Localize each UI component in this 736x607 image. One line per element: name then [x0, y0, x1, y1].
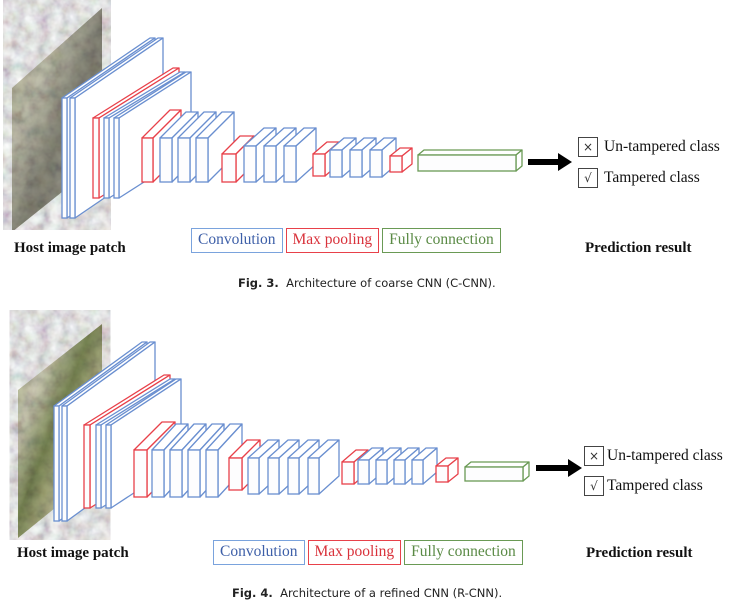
r-cnn-architecture-diagram — [18, 324, 582, 538]
class-row-untampered: × Un-tampered class — [584, 442, 723, 469]
legend-convolution: Convolution — [213, 540, 305, 565]
cross-icon: × — [584, 445, 604, 466]
class-row-untampered: × Un-tampered class — [578, 133, 720, 160]
prediction-classes: × Un-tampered class √ Tampered class — [584, 442, 723, 499]
caption-prefix: Fig. 4. — [232, 586, 273, 600]
prediction-classes: × Un-tampered class √ Tampered class — [578, 133, 720, 191]
max-pooling-layer — [389, 147, 413, 173]
legend-max-pooling: Max pooling — [307, 540, 402, 565]
legend-fully-connection: Fully connection — [404, 540, 523, 565]
convolution-layer — [307, 439, 340, 495]
output-label: Prediction result — [586, 545, 693, 561]
convolution-layer — [411, 447, 438, 485]
check-icon: √ — [578, 167, 598, 188]
fully-connection-layer — [464, 461, 530, 482]
check-icon: √ — [584, 475, 604, 496]
caption-text: Architecture of coarse CNN (C-CNN). — [286, 276, 496, 290]
legend: Convolution Max pooling Fully connection — [213, 540, 523, 565]
figure-4-r-cnn: Host image patch Convolution Max pooling… — [0, 310, 736, 607]
input-label: Host image patch — [14, 240, 126, 256]
figure-caption: Fig. 3. Architecture of coarse CNN (C-CN… — [238, 276, 496, 290]
class-label: Un-tampered class — [607, 446, 723, 464]
legend-convolution: Convolution — [191, 228, 283, 253]
caption-prefix: Fig. 3. — [238, 276, 279, 290]
legend-max-pooling: Max pooling — [285, 228, 380, 253]
c-cnn-architecture-diagram — [12, 8, 572, 230]
fully-connection-layer — [417, 149, 523, 172]
cross-icon: × — [578, 136, 598, 157]
caption-text: Architecture of a refined CNN (R-CNN). — [280, 586, 503, 600]
class-row-tampered: √ Tampered class — [578, 164, 720, 191]
figure-3-c-cnn: Host image patch Convolution Max pooling… — [0, 0, 736, 300]
max-pooling-layer — [435, 457, 459, 483]
class-row-tampered: √ Tampered class — [584, 472, 723, 499]
legend: Convolution Max pooling Fully connection — [191, 228, 501, 253]
output-label: Prediction result — [585, 240, 692, 256]
output-arrow-icon — [528, 153, 572, 171]
class-label: Un-tampered class — [604, 137, 720, 155]
output-arrow-icon — [536, 459, 582, 477]
convolution-layer — [195, 111, 235, 183]
class-label: Tampered class — [607, 476, 703, 494]
figure-caption: Fig. 4. Architecture of a refined CNN (R… — [232, 586, 502, 600]
input-label: Host image patch — [17, 545, 129, 561]
class-label: Tampered class — [604, 168, 700, 186]
legend-fully-connection: Fully connection — [382, 228, 501, 253]
